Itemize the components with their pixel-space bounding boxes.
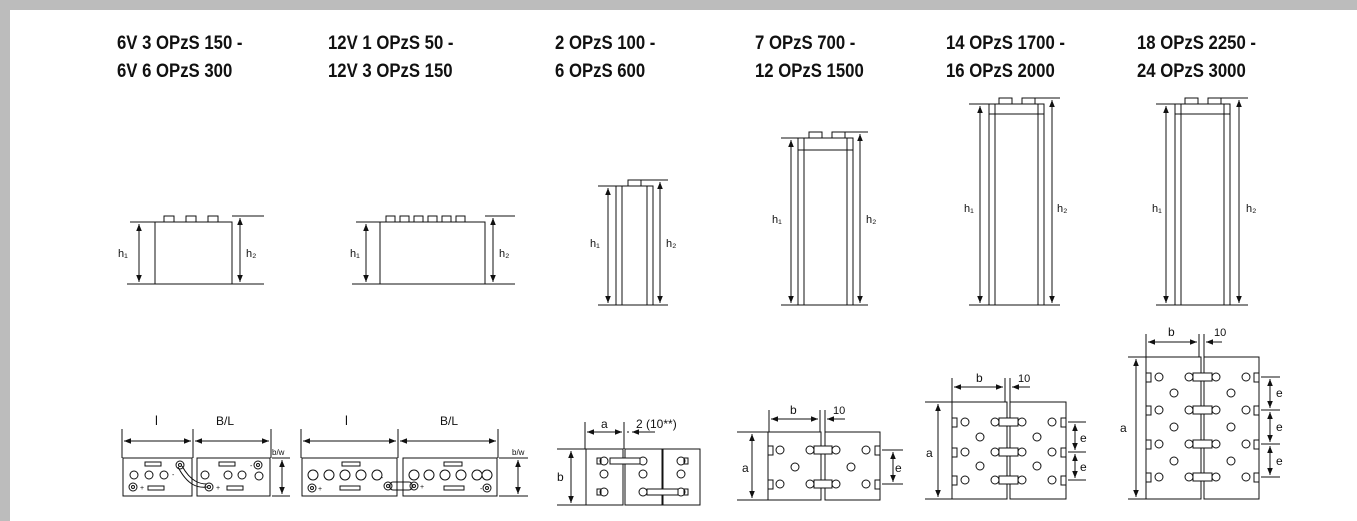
label-a: a xyxy=(926,446,933,460)
label-e: e xyxy=(895,461,902,475)
label-ten: 10 xyxy=(1018,373,1030,385)
label-bl: B/L xyxy=(216,414,234,428)
label-ten: 10 xyxy=(833,405,845,417)
column-title-1-line2: 6V 6 OPzS 300 xyxy=(117,61,233,82)
label-b: b xyxy=(557,470,564,484)
side-view-7-opzs-700 xyxy=(781,131,868,306)
label-plus: + xyxy=(140,485,144,492)
label-bl: B/L xyxy=(440,414,458,428)
label-bw: b/w xyxy=(272,448,285,457)
label-gap-note: 2 (10**) xyxy=(636,417,677,431)
label-h2: h₂ xyxy=(499,248,509,260)
column-title-3-line1: 2 OPzS 100 - xyxy=(555,33,656,54)
label-ten: 10 xyxy=(1214,327,1226,339)
label-h2: h₂ xyxy=(866,214,876,226)
top-view-14-opzs-1700 xyxy=(925,378,1086,500)
label-e: e xyxy=(1276,386,1283,400)
top-view-7-opzs-700 xyxy=(737,410,903,501)
column-title-3: 2 OPzS 100 - 6 OPzS 600 xyxy=(555,30,655,86)
frame-left-border xyxy=(0,0,10,521)
label-minus: - xyxy=(381,475,384,482)
frame-top-border xyxy=(0,0,1357,10)
column-title-4: 7 OPzS 700 - 12 OPzS 1500 xyxy=(755,30,864,86)
column-title-4-line2: 12 OPzS 1500 xyxy=(755,61,864,82)
side-view-6v-opzs xyxy=(127,215,264,285)
column-title-6-line2: 24 OPzS 3000 xyxy=(1137,61,1246,82)
label-minus: - xyxy=(172,472,175,479)
column-title-2-line1: 12V 1 OPzS 50 - xyxy=(328,33,454,54)
column-title-2: 12V 1 OPzS 50 - 12V 3 OPzS 150 xyxy=(328,30,453,86)
label-a: a xyxy=(1120,421,1127,435)
column-title-5: 14 OPzS 1700 - 16 OPzS 2000 xyxy=(946,30,1065,86)
label-plus: + xyxy=(420,484,424,491)
label-minus: - xyxy=(480,486,483,493)
column-title-6-line1: 18 OPzS 2250 - xyxy=(1137,33,1256,54)
label-b: b xyxy=(976,371,983,385)
label-e: e xyxy=(1080,460,1087,474)
column-title-3-line2: 6 OPzS 600 xyxy=(555,61,646,82)
label-h1: h₁ xyxy=(772,214,782,226)
column-title-1-line1: 6V 3 OPzS 150 - xyxy=(117,33,243,54)
label-h1: h₁ xyxy=(350,248,360,260)
label-h2: h₂ xyxy=(246,248,256,260)
column-title-6: 18 OPzS 2250 - 24 OPzS 3000 xyxy=(1137,30,1256,86)
label-a: a xyxy=(601,417,608,431)
column-title-2-line2: 12V 3 OPzS 150 xyxy=(328,61,453,82)
label-h2: h₂ xyxy=(1246,203,1256,215)
label-minus: - xyxy=(250,463,253,470)
label-h1: h₁ xyxy=(1152,203,1162,215)
label-plus: + xyxy=(216,485,220,492)
label-e: e xyxy=(1276,420,1283,434)
side-view-12v-opzs xyxy=(352,215,515,285)
label-h1: h₁ xyxy=(590,238,600,250)
side-view-18-opzs-2250 xyxy=(1156,97,1248,306)
label-l: l xyxy=(155,413,158,428)
side-view-2-opzs-100 xyxy=(598,179,668,306)
label-a: a xyxy=(742,461,749,475)
column-title-5-line2: 16 OPzS 2000 xyxy=(946,61,1055,82)
label-h2: h₂ xyxy=(666,238,676,250)
top-view-2-opzs-100 xyxy=(557,422,701,506)
label-plus: + xyxy=(318,486,322,493)
label-b: b xyxy=(790,403,797,417)
label-b: b xyxy=(1168,325,1175,339)
side-view-14-opzs-1700 xyxy=(969,97,1060,306)
label-e: e xyxy=(1080,431,1087,445)
label-bw: b/w xyxy=(512,448,525,457)
label-h1: h₁ xyxy=(118,248,128,260)
label-l: l xyxy=(345,413,348,428)
label-h2: h₂ xyxy=(1057,203,1067,215)
top-view-12v-opzs xyxy=(300,429,528,497)
column-title-4-line1: 7 OPzS 700 - xyxy=(755,33,856,54)
label-h1: h₁ xyxy=(964,203,974,215)
column-title-5-line1: 14 OPzS 1700 - xyxy=(946,33,1065,54)
column-title-1: 6V 3 OPzS 150 - 6V 6 OPzS 300 xyxy=(117,30,242,86)
top-view-18-opzs-2250 xyxy=(1128,334,1280,500)
label-e: e xyxy=(1276,454,1283,468)
top-view-6v-opzs xyxy=(121,429,290,497)
